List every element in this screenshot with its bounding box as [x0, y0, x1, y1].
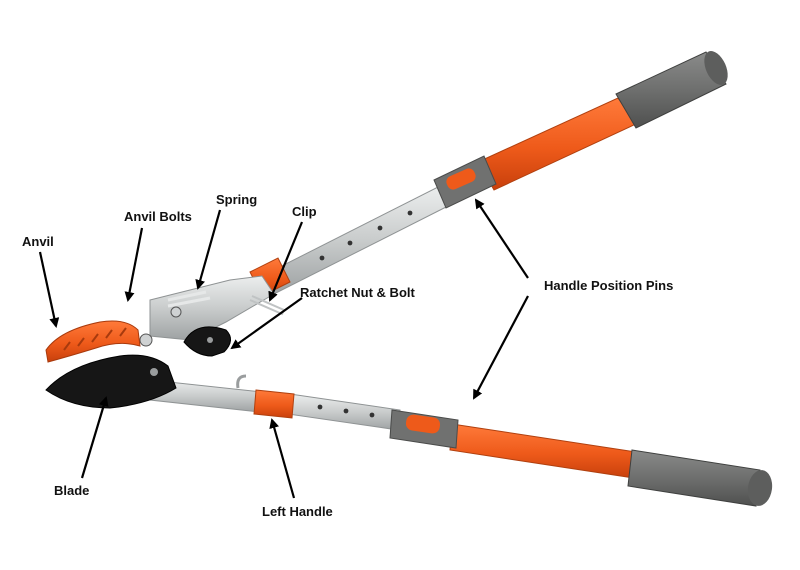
label-blade: Blade: [54, 483, 89, 498]
blade: [45, 354, 177, 409]
clip-arrow: [268, 221, 304, 302]
ratchet-arrow: [230, 297, 303, 350]
upper-handle-grip: [615, 51, 728, 129]
ratchet-gear: [183, 326, 231, 357]
lower-handle-orange-tube: [449, 423, 637, 479]
annotation-arrows: [38, 198, 529, 499]
upper-handle: [249, 51, 728, 297]
head-plate: [149, 275, 275, 341]
label-handle-position-pins: Handle Position Pins: [544, 278, 673, 293]
label-anvil-bolts: Anvil Bolts: [124, 209, 192, 224]
cutting-head: [45, 275, 286, 409]
handle-pins-arrow-lower: [473, 295, 529, 400]
spring: [167, 290, 211, 308]
label-anvil: Anvil: [22, 234, 54, 249]
lower-handle-collar: [253, 389, 295, 419]
anvil-bolts-arrow: [124, 227, 144, 302]
labels: Anvil Anvil Bolts Spring Clip Ratchet Nu…: [22, 192, 673, 519]
label-clip: Clip: [292, 204, 317, 219]
spring-arrow: [195, 209, 222, 290]
lower-handle: [149, 374, 773, 507]
anvil-bolt: [139, 333, 153, 347]
label-spring: Spring: [216, 192, 257, 207]
left-handle-arrow: [269, 418, 296, 499]
blade-arrow: [80, 396, 109, 479]
label-left-handle: Left Handle: [262, 504, 333, 519]
upper-handle-orange-tube: [477, 97, 637, 191]
lower-handle-grip: [627, 449, 773, 507]
anvil-arrow: [38, 251, 60, 328]
upper-handle-steel-tube: [261, 185, 453, 295]
handle-pins-arrow-upper: [474, 198, 529, 279]
label-ratchet: Ratchet Nut & Bolt: [300, 285, 416, 300]
